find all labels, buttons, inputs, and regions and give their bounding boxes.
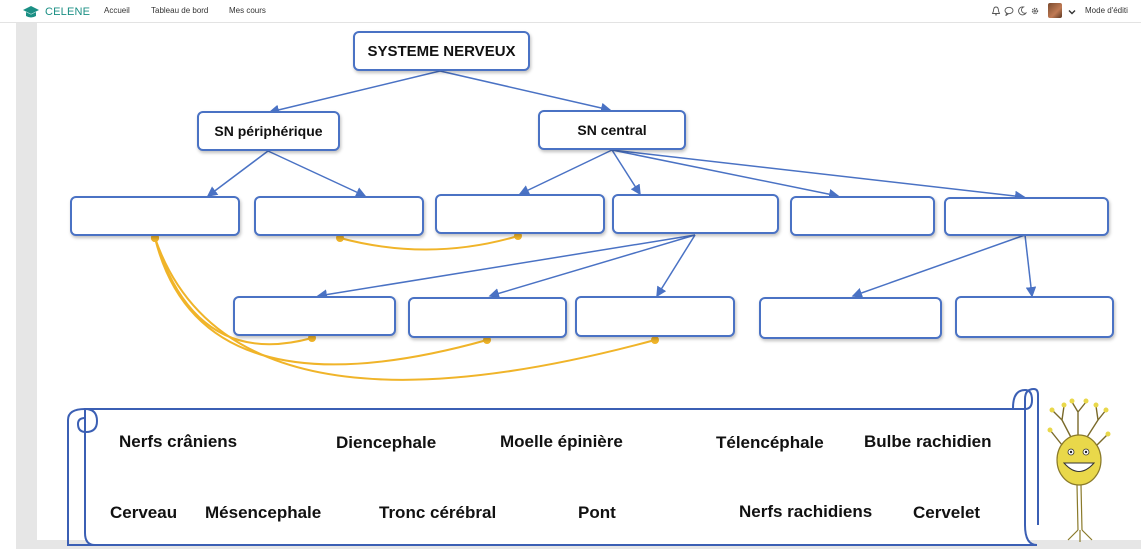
arrow-central-to-box6 [611, 149, 1026, 202]
curve-box2-box3 [336, 232, 522, 251]
blank-box[interactable] [435, 194, 605, 234]
word-chip[interactable]: Moelle épinière [500, 432, 623, 451]
graduation-cap-icon [23, 6, 39, 18]
blank-box[interactable] [233, 296, 396, 336]
arrow-box4-to-sub2 [488, 234, 696, 299]
word-chip[interactable]: Nerfs crâniens [119, 432, 238, 451]
blank-box[interactable] [612, 194, 779, 234]
blank-box[interactable] [70, 196, 240, 236]
word-chip[interactable]: Bulbe rachidien [864, 432, 992, 451]
blank-box[interactable] [790, 196, 935, 236]
box-sn-central: SN central [538, 110, 686, 150]
blank-box[interactable] [408, 297, 567, 338]
box-systeme-nerveux: SYSTEME NERVEUX [353, 31, 530, 71]
word-chip[interactable]: Tronc cérébral [379, 503, 497, 522]
arrow-central-to-box5 [611, 149, 840, 200]
arrow-peripheral-to-box2 [267, 150, 367, 197]
arrow-root-to-peripheral [268, 70, 441, 115]
celene-logo[interactable]: CELENE [22, 4, 90, 20]
arrow-root-to-central [439, 70, 612, 114]
top-navbar: CELENE Accueil Tableau de bord Mes cours… [0, 0, 1141, 23]
blank-box[interactable] [955, 296, 1114, 338]
word-chip[interactable]: Diencephale [336, 433, 437, 452]
arrow-box6-to-sub4 [851, 234, 1026, 298]
nav-mes-cours[interactable]: Mes cours [229, 6, 266, 15]
arrow-box4-to-sub3 [656, 234, 696, 298]
blank-box[interactable] [254, 196, 424, 236]
avatar[interactable] [1048, 3, 1062, 18]
arrow-central-to-box4 [611, 149, 641, 196]
arrow-peripheral-to-box1 [206, 150, 269, 197]
word-chip[interactable]: Pont [578, 503, 616, 522]
bottom-strip [37, 540, 1141, 549]
word-chip[interactable]: Cerveau [110, 503, 178, 522]
word-chip[interactable]: Cervelet [913, 503, 981, 522]
gear-icon[interactable] [1030, 6, 1040, 16]
nav-accueil[interactable]: Accueil [104, 6, 130, 15]
word-chip[interactable]: Télencéphale [716, 433, 824, 452]
edit-mode-toggle[interactable]: Mode d'éditi [1085, 6, 1128, 15]
chevron-down-icon[interactable] [1067, 7, 1077, 17]
chat-icon[interactable] [1004, 6, 1014, 16]
blank-box[interactable] [759, 297, 942, 339]
brand-name: CELENE [45, 6, 91, 18]
moon-icon[interactable] [1017, 6, 1027, 16]
arrow-box4-to-sub1 [316, 234, 696, 300]
bell-icon[interactable] [991, 6, 1001, 16]
arrow-box6-to-sub5 [1024, 234, 1037, 298]
word-chip[interactable]: Nerfs rachidiens [739, 502, 873, 521]
left-gutter [16, 23, 37, 549]
box-sn-peripherique: SN périphérique [197, 111, 340, 151]
blank-box[interactable] [944, 197, 1109, 236]
word-chip[interactable]: Mésencephale [205, 503, 322, 522]
arrow-central-to-box3 [518, 149, 613, 195]
nav-tableau-de-bord[interactable]: Tableau de bord [151, 6, 209, 15]
blank-box[interactable] [575, 296, 735, 337]
